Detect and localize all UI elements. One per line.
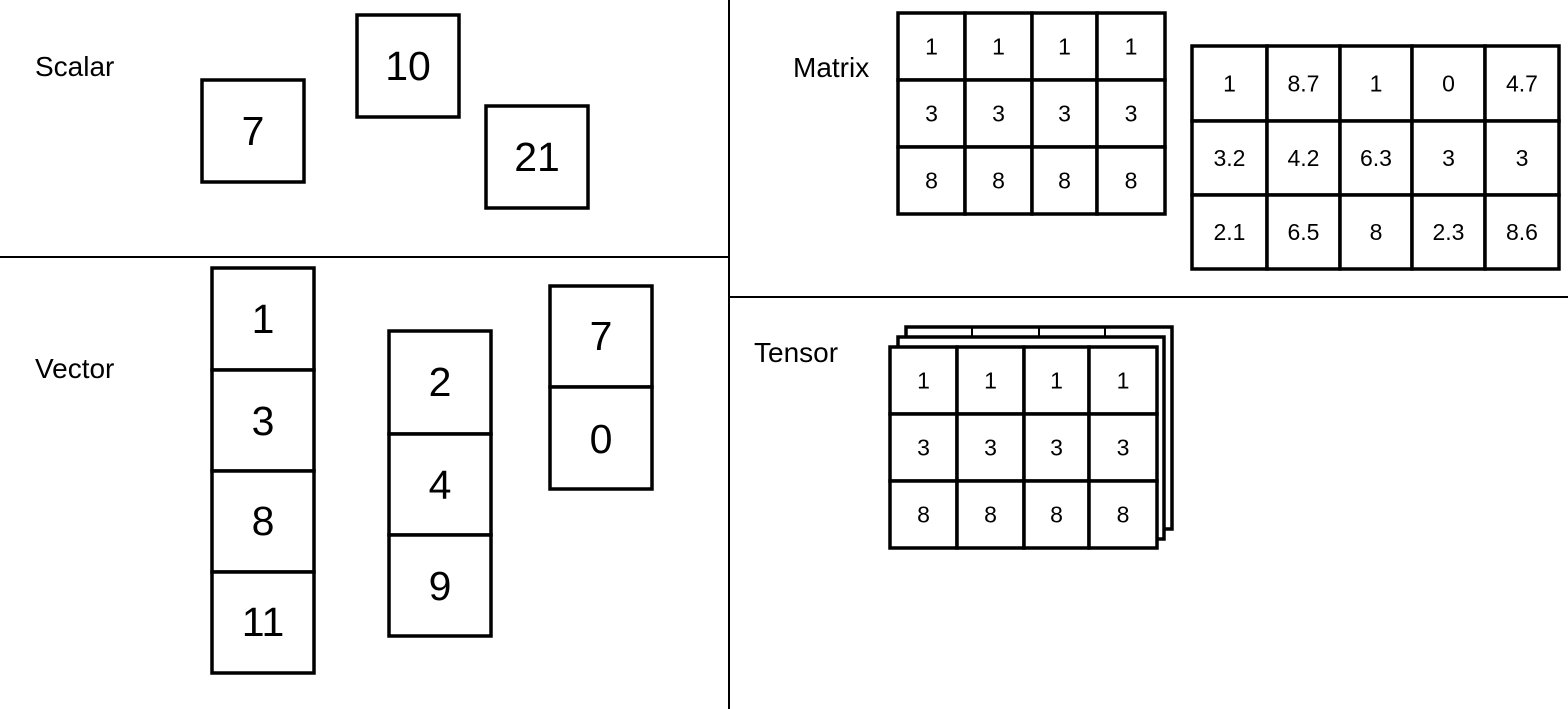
matrix-1-cell: [1030, 11, 1099, 82]
vector-value: 9: [429, 563, 452, 609]
vector-2: 2 4 9: [387, 329, 493, 638]
tensor-front-cell: [1022, 479, 1091, 550]
scalar-value: 21: [514, 134, 560, 180]
scalar-cell: [200, 78, 306, 184]
matrix-2-value: 0: [1442, 71, 1455, 97]
matrix-1-cell: [896, 78, 967, 149]
matrix-label: Matrix: [793, 52, 869, 83]
matrix-1-cell: [963, 145, 1034, 216]
tensor-front-value: 1: [984, 368, 997, 394]
tensor-front-value: 3: [1117, 435, 1130, 461]
vector-cell: [387, 432, 493, 537]
tensor-front-value: 1: [1050, 368, 1063, 394]
matrix-1-cell: [963, 78, 1034, 149]
matrix-2-value: 8.6: [1506, 219, 1538, 245]
tensor-front-layer: 1 1 1 1 3 3 3 3 8 8 8 8: [888, 345, 1159, 550]
vector-value: 0: [590, 416, 613, 462]
vector-value: 7: [590, 313, 613, 359]
matrix-1-cell: [1095, 78, 1167, 149]
tensor-front-value: 3: [917, 435, 930, 461]
matrix-2-value: 6.3: [1360, 145, 1392, 171]
scalar-cell: [355, 13, 461, 119]
tensor-front-cell: [955, 412, 1026, 483]
vector-cell: [210, 570, 316, 675]
matrix-1-value: 1: [1058, 34, 1071, 60]
matrix-2-value: 1: [1370, 71, 1383, 97]
matrix-2-value: 8.7: [1288, 71, 1320, 97]
vector-value: 2: [429, 359, 452, 405]
matrix-1-value: 3: [1125, 101, 1138, 127]
matrix-1-value: 3: [925, 101, 938, 127]
tensor-front-value: 3: [1050, 435, 1063, 461]
tensor: 1 1 1 1 3 3 3 3 8 8 8 8: [888, 325, 1174, 550]
matrix-2-value: 3: [1516, 145, 1529, 171]
matrix-2-value: 3: [1442, 145, 1455, 171]
matrix-2-cell: [1265, 44, 1342, 123]
matrix-1-value: 1: [992, 34, 1005, 60]
matrix-2: 1 8.7 1 0 4.7 3.2 4.2 6.3 3 3 2.1 6.5 8 2.3 8.6: [1190, 44, 1561, 271]
vector-value: 11: [242, 599, 285, 645]
vector-cell: [387, 329, 493, 436]
scalar-label: Scalar: [35, 51, 114, 82]
matrix-1-cell: [1030, 145, 1099, 216]
matrix-1-value: 8: [925, 168, 938, 194]
scalar-box: 21: [484, 104, 590, 210]
vector-cell: [548, 385, 654, 491]
vector-1: 1 3 8 11: [210, 266, 316, 675]
matrix-1-value: 3: [992, 101, 1005, 127]
matrix-2-value: 4.7: [1506, 71, 1538, 97]
matrix-1: 1 1 1 1 3 3 3 3 8 8 8 8: [896, 11, 1167, 216]
scalar-group: 7 10 21: [200, 13, 590, 210]
matrix-2-value: 1: [1223, 71, 1236, 97]
tensor-front-value: 3: [984, 435, 997, 461]
matrix-2-cell: [1190, 44, 1269, 123]
matrix-2-cell: [1338, 193, 1414, 271]
matrix-1-value: 1: [1125, 34, 1138, 60]
tensor-front-value: 8: [1050, 502, 1063, 528]
tensor-label: Tensor: [754, 337, 838, 368]
tensor-front-value: 8: [1117, 502, 1130, 528]
scalar-box: 10: [355, 13, 461, 119]
vector-value: 4: [429, 462, 452, 508]
scalar-box: 7: [200, 78, 306, 184]
matrix-1-value: 8: [1058, 168, 1071, 194]
vector-value: 3: [252, 398, 275, 444]
matrix-2-value: 3.2: [1214, 145, 1246, 171]
matrix-1-cell: [896, 145, 967, 216]
vector-value: 1: [252, 296, 275, 342]
scalar-cell: [484, 104, 590, 210]
tensor-front-cell: [1087, 345, 1159, 416]
matrix-2-value: 4.2: [1288, 145, 1320, 171]
tensor-front-cell: [888, 345, 959, 416]
tensor-front-value: 8: [984, 502, 997, 528]
vector-cell: [387, 533, 493, 638]
matrix-2-value: 2.3: [1433, 219, 1465, 245]
scalar-value: 7: [242, 108, 265, 154]
matrix-2-value: 2.1: [1214, 219, 1246, 245]
matrix-2-cell: [1483, 193, 1561, 271]
scalar-value: 10: [385, 43, 431, 89]
matrix-1-cell: [963, 11, 1034, 82]
tensor-front-value: 8: [917, 502, 930, 528]
matrix-2-cell: [1190, 193, 1269, 271]
matrix-1-cell: [1030, 78, 1099, 149]
matrix-1-value: 1: [925, 34, 938, 60]
tensor-front-cell: [1087, 479, 1159, 550]
tensor-front-value: 1: [1117, 368, 1130, 394]
tensor-front-cell: [888, 479, 959, 550]
vector-label: Vector: [35, 353, 114, 384]
vector-value: 8: [252, 498, 275, 544]
matrix-1-value: 3: [1058, 101, 1071, 127]
matrix-2-value: 8: [1370, 219, 1383, 245]
matrix-2-value: 6.5: [1288, 219, 1320, 245]
matrix-1-cell: [1095, 145, 1167, 216]
matrix-1-value: 8: [992, 168, 1005, 194]
matrix-1-value: 8: [1125, 168, 1138, 194]
vector-3: 7 0: [548, 284, 654, 491]
vector-group: 1 3 8 11 2 4 9 7 0: [210, 266, 654, 675]
tensor-front-value: 1: [917, 368, 930, 394]
matrix-2-cell: [1483, 119, 1561, 197]
